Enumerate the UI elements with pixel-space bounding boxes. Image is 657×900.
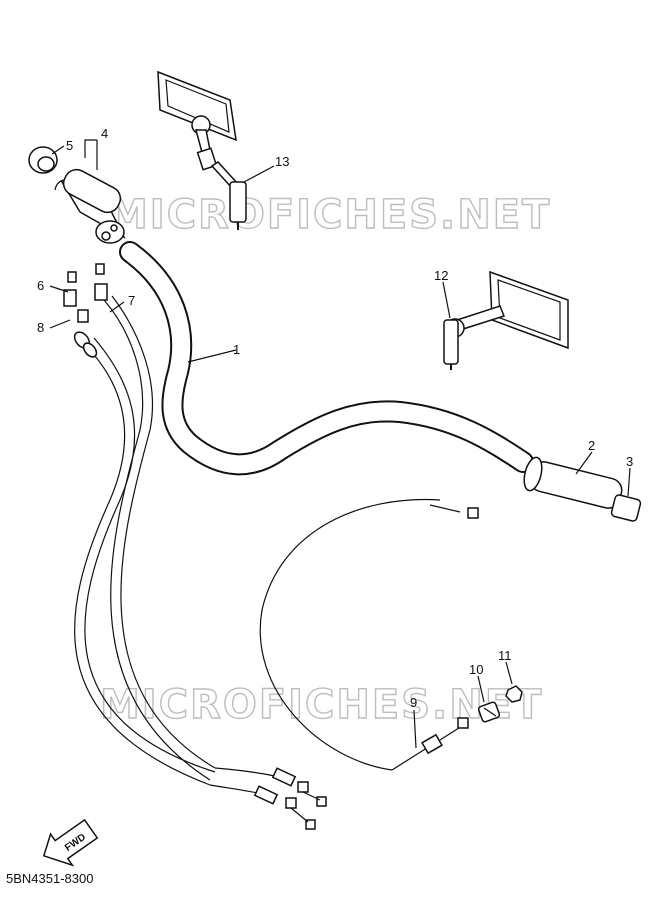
callout-3: 3 (626, 454, 633, 469)
part-code: 5BN4351-8300 (6, 871, 94, 886)
handlebar (119, 241, 534, 476)
callout-10: 10 (469, 662, 483, 677)
mirror-right (443, 270, 569, 370)
cable-adjuster (477, 701, 501, 723)
callout-7: 7 (128, 293, 135, 308)
mirror-left (157, 70, 247, 230)
callout-9: 9 (410, 695, 417, 710)
callout-12: 12 (434, 268, 448, 283)
watermark-top: MICROFICHES.NET (108, 192, 551, 238)
callout-1: 1 (233, 342, 240, 357)
callout-6: 6 (37, 278, 44, 293)
leader-lines (49, 139, 631, 749)
callout-2: 2 (588, 438, 595, 453)
right-grip (523, 456, 623, 509)
callout-4: 4 (101, 126, 108, 141)
callout-13: 13 (275, 154, 289, 169)
grip-end-cap (28, 146, 58, 174)
control-cable (259, 498, 479, 771)
callout-5: 5 (66, 138, 73, 153)
fwd-arrow: FWD (42, 818, 99, 867)
right-end-cap (610, 494, 642, 522)
callout-11: 11 (498, 648, 512, 663)
throttle-cables (63, 263, 327, 830)
callout-8: 8 (37, 320, 44, 335)
throttle-grip (54, 168, 126, 244)
watermark-bottom: MICROFICHES.NET (100, 682, 543, 728)
adjuster-nut (505, 685, 523, 703)
